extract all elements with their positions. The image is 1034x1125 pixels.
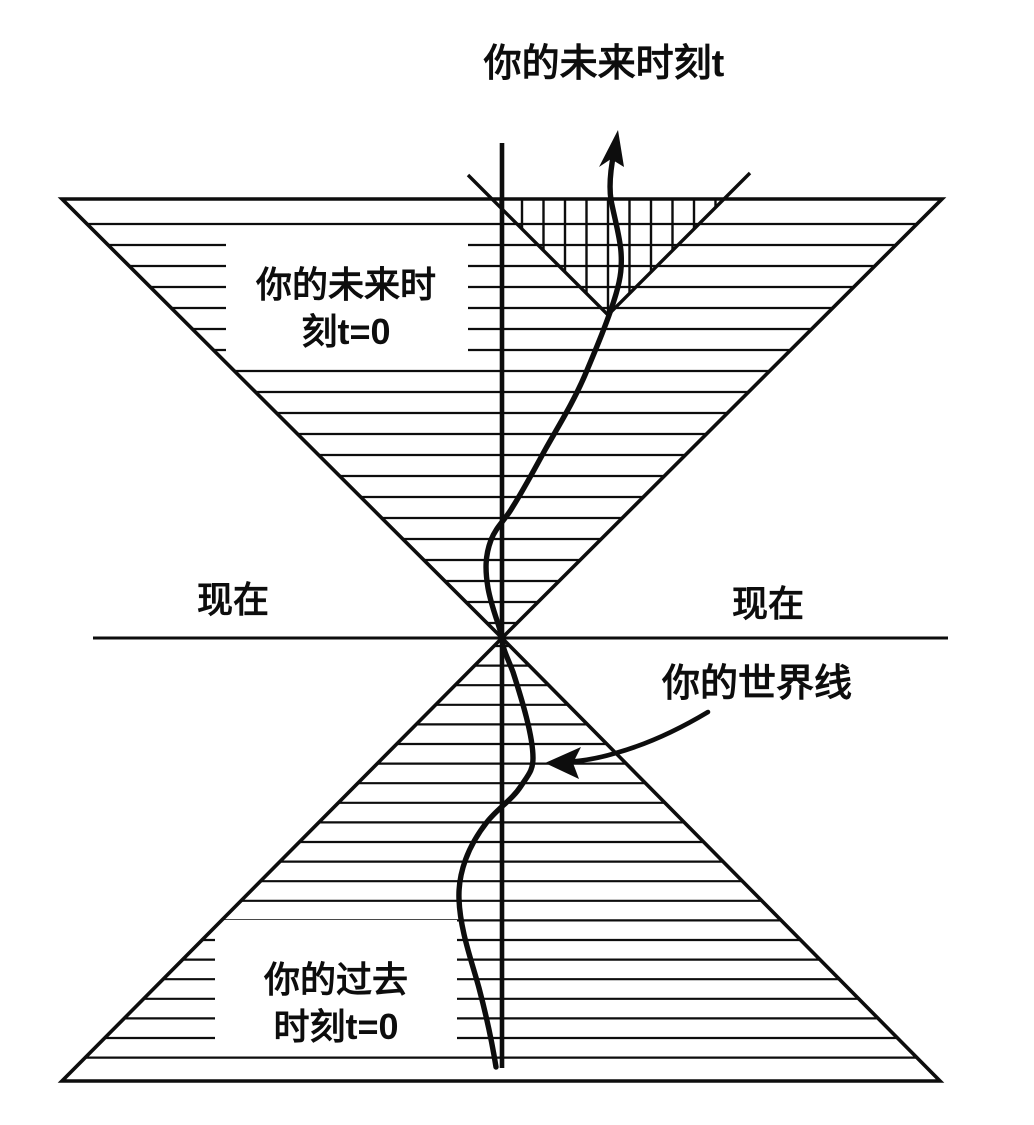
past-cone-label-line1: 你的过去 [263,959,408,1000]
future-cone-horizontal-hatching [62,222,942,625]
now-label-right: 现在 [732,583,804,624]
past-cone-label-line2: 时刻t=0 [273,1006,398,1047]
worldline-annotation-arrowhead-icon [545,747,581,779]
past-label-box [215,920,457,1050]
past-light-cone-outline [57,635,945,1083]
world-line [456,141,625,1070]
world-line-arrowhead-icon [599,130,624,167]
worldline-annotation-arrow [557,709,711,765]
future-cone-label-line1: 你的未来时 [255,264,436,305]
now-label-left: 现在 [197,579,269,620]
title-future-moment-t: 你的未来时刻t [483,43,725,85]
worldline-label: 你的世界线 [661,663,852,705]
future-label-box [226,238,468,364]
past-cone-horizontal-hatching [62,644,940,1059]
future-cone-label-line2: 刻t=0 [301,311,390,352]
